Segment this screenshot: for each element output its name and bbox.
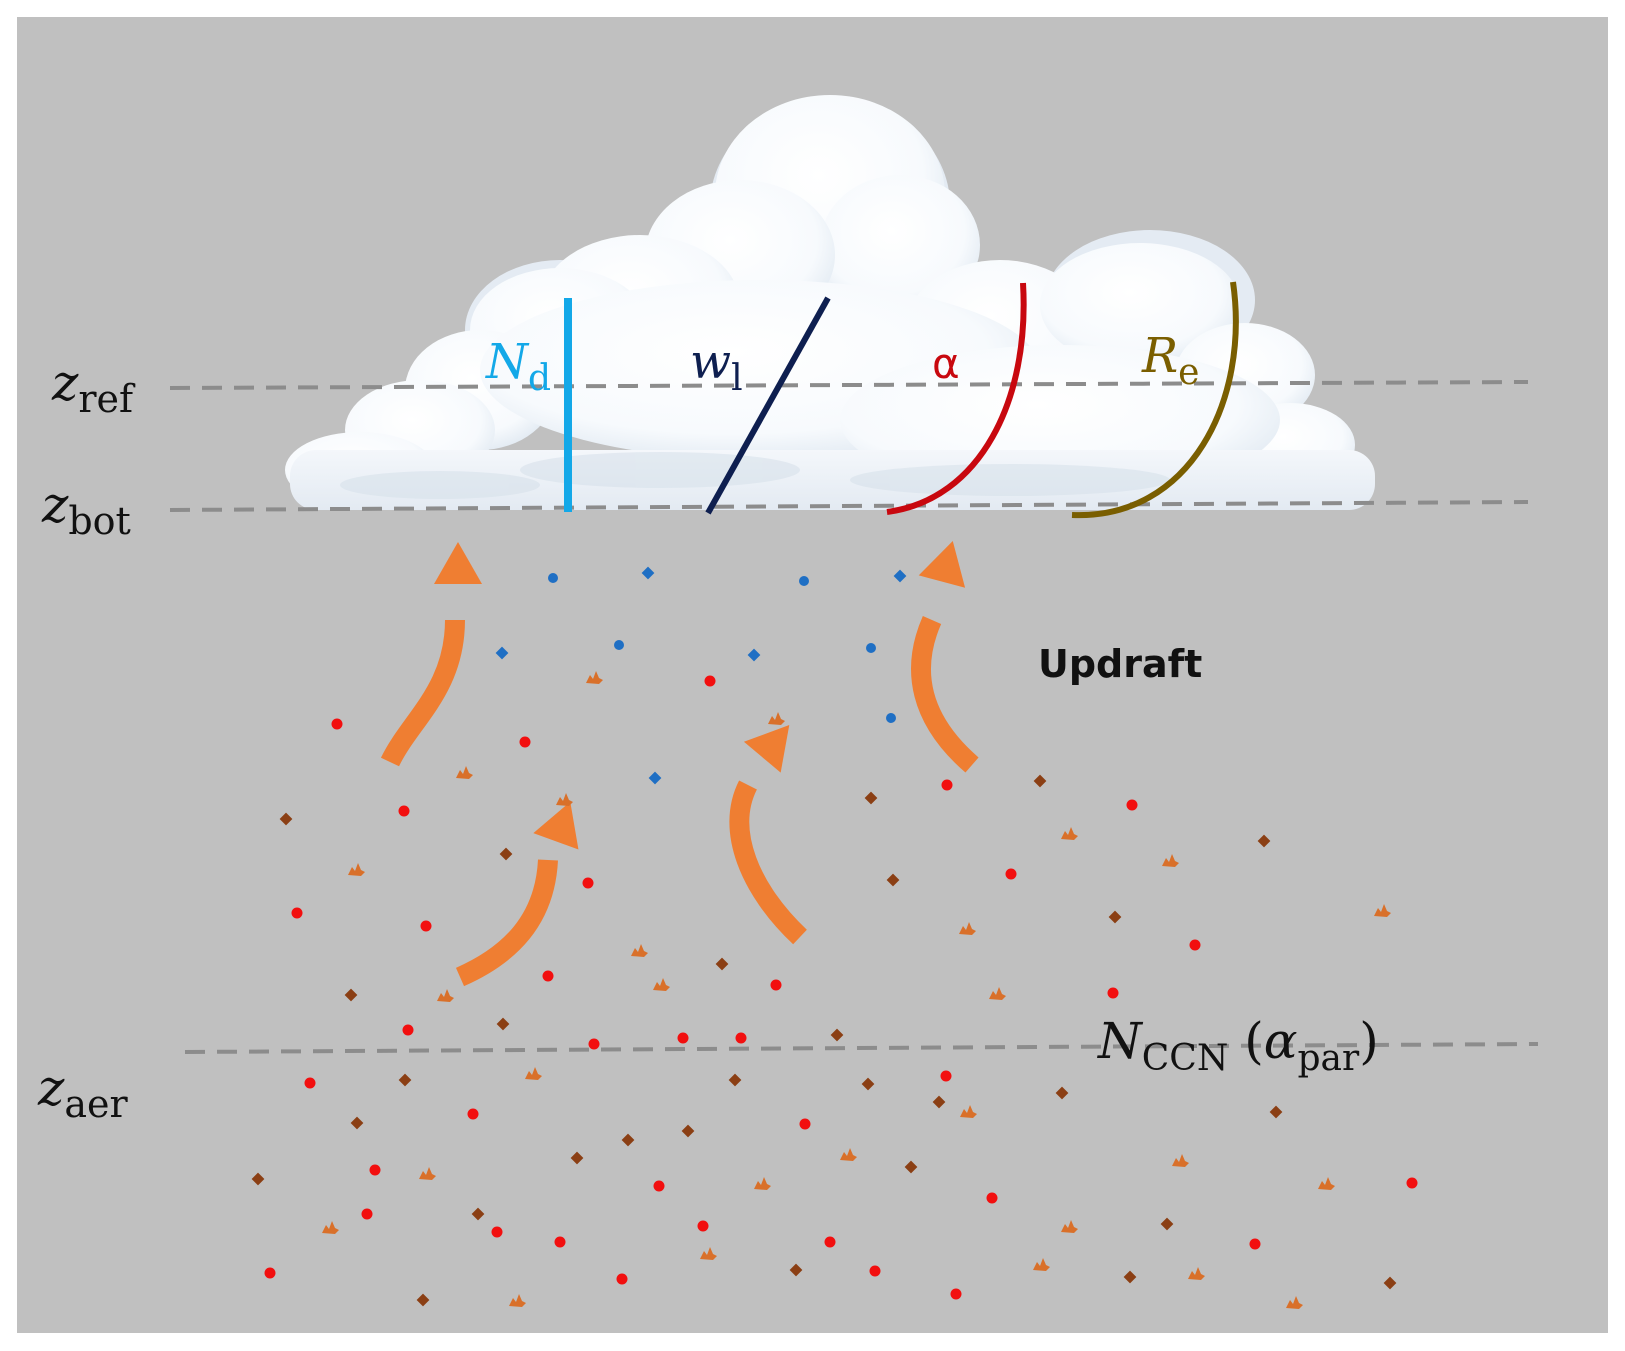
particle-icon bbox=[509, 1294, 526, 1307]
particle-icon bbox=[631, 944, 648, 957]
dot-icon bbox=[1249, 1238, 1261, 1250]
curved-arrow-icon bbox=[729, 780, 807, 945]
particle-icon bbox=[754, 1177, 771, 1190]
alpha-profile-curve bbox=[886, 282, 1027, 515]
z-bot-line bbox=[169, 500, 1529, 512]
particle-icon bbox=[1061, 1220, 1078, 1233]
dot-icon bbox=[1107, 987, 1119, 999]
particle-icon bbox=[556, 793, 573, 806]
wl-profile-line bbox=[705, 296, 831, 515]
dot-icon bbox=[869, 1265, 881, 1277]
particle-icon bbox=[1269, 1105, 1283, 1119]
dot-icon bbox=[1406, 1177, 1418, 1189]
dot-icon bbox=[467, 1108, 479, 1120]
particle-icon bbox=[1033, 1258, 1050, 1271]
dot-icon bbox=[402, 1024, 414, 1036]
dot-icon bbox=[264, 1267, 276, 1279]
dot-icon bbox=[588, 1038, 600, 1050]
particle-icon bbox=[1286, 1296, 1303, 1309]
alpha-label: α bbox=[932, 339, 960, 388]
particle-icon bbox=[1172, 1154, 1189, 1167]
z-aer-label: zaer bbox=[37, 1059, 128, 1126]
dot-icon bbox=[986, 1192, 998, 1204]
z-ref-label: zref bbox=[51, 354, 136, 421]
dot-icon bbox=[866, 643, 876, 653]
ccn-label: NCCN (αpar) bbox=[1097, 1012, 1379, 1079]
particle-icon bbox=[1374, 904, 1391, 917]
dot-icon bbox=[1126, 799, 1138, 811]
particle-icon bbox=[1188, 1267, 1205, 1280]
dashed-level-lines bbox=[169, 380, 1539, 1054]
particle-icon bbox=[322, 1221, 339, 1234]
particle-icon bbox=[437, 989, 454, 1002]
dot-icon bbox=[824, 1236, 836, 1248]
particle-icon bbox=[1162, 854, 1179, 867]
dot-icon bbox=[950, 1288, 962, 1300]
particle-icon bbox=[989, 987, 1006, 1000]
dot-icon bbox=[291, 907, 303, 919]
dot-icon bbox=[704, 675, 716, 687]
z-bot-label: zbot bbox=[41, 476, 131, 543]
particle-icon bbox=[1055, 1086, 1069, 1100]
dot-icon bbox=[941, 779, 953, 791]
particle-icon bbox=[840, 1148, 857, 1161]
dot-icon bbox=[361, 1208, 373, 1220]
arrow-head-icon bbox=[743, 725, 790, 773]
particle-icon bbox=[1061, 827, 1078, 840]
curved-arrow-icon bbox=[380, 619, 465, 767]
particle-icon bbox=[1123, 1270, 1137, 1284]
re-profile-curve bbox=[1071, 281, 1239, 519]
particle-icon bbox=[959, 922, 976, 935]
dot-icon bbox=[770, 979, 782, 991]
particle-icon bbox=[348, 863, 365, 876]
dot-icon bbox=[304, 1077, 316, 1089]
z-ref-line bbox=[169, 380, 1529, 390]
dot-icon bbox=[614, 640, 624, 650]
dot-icon bbox=[735, 1032, 747, 1044]
dot-icon bbox=[697, 1220, 709, 1232]
particle-icon bbox=[700, 1247, 717, 1260]
arrow-head-icon bbox=[533, 801, 579, 850]
dot-icon bbox=[799, 576, 809, 586]
wl-label: wl bbox=[690, 334, 743, 399]
dot-icon bbox=[420, 920, 432, 932]
z-aer-line bbox=[184, 1042, 1539, 1054]
particle-icon bbox=[1318, 1177, 1335, 1190]
re-label: Re bbox=[1141, 328, 1199, 393]
dot-icon bbox=[653, 1180, 665, 1192]
dot-icon bbox=[398, 805, 410, 817]
dot-icon bbox=[940, 1070, 952, 1082]
particle-icon bbox=[456, 766, 473, 779]
dot-icon bbox=[554, 1236, 566, 1248]
arrow-head-icon bbox=[434, 542, 482, 584]
updraft-arrows bbox=[380, 541, 979, 987]
dot-icon bbox=[542, 970, 554, 982]
dot-icon bbox=[799, 1118, 811, 1130]
dot-icon bbox=[886, 713, 896, 723]
dot-icon bbox=[1005, 868, 1017, 880]
dot-icon bbox=[519, 736, 531, 748]
curved-arrow-icon bbox=[911, 615, 979, 773]
arrow-head-icon bbox=[918, 541, 966, 588]
particle-icon bbox=[1383, 1276, 1397, 1290]
dot-icon bbox=[369, 1164, 381, 1176]
curved-arrow-icon bbox=[455, 859, 558, 987]
dot-icon bbox=[491, 1226, 503, 1238]
particle-icon bbox=[419, 1167, 436, 1180]
particle-icon bbox=[960, 1105, 977, 1118]
particle-icon bbox=[586, 671, 603, 684]
dot-icon bbox=[582, 877, 594, 889]
nd-label: Nd bbox=[485, 334, 551, 399]
particle-icon bbox=[653, 978, 670, 991]
particle-icon bbox=[525, 1067, 542, 1080]
dot-icon bbox=[616, 1273, 628, 1285]
dot-icon bbox=[1189, 939, 1201, 951]
dot-icon bbox=[677, 1032, 689, 1044]
updraft-label: Updraft bbox=[1038, 642, 1202, 686]
dot-icon bbox=[548, 573, 558, 583]
particle-icon bbox=[1160, 1217, 1174, 1231]
particle-icon bbox=[768, 712, 785, 725]
dot-icon bbox=[331, 718, 343, 730]
